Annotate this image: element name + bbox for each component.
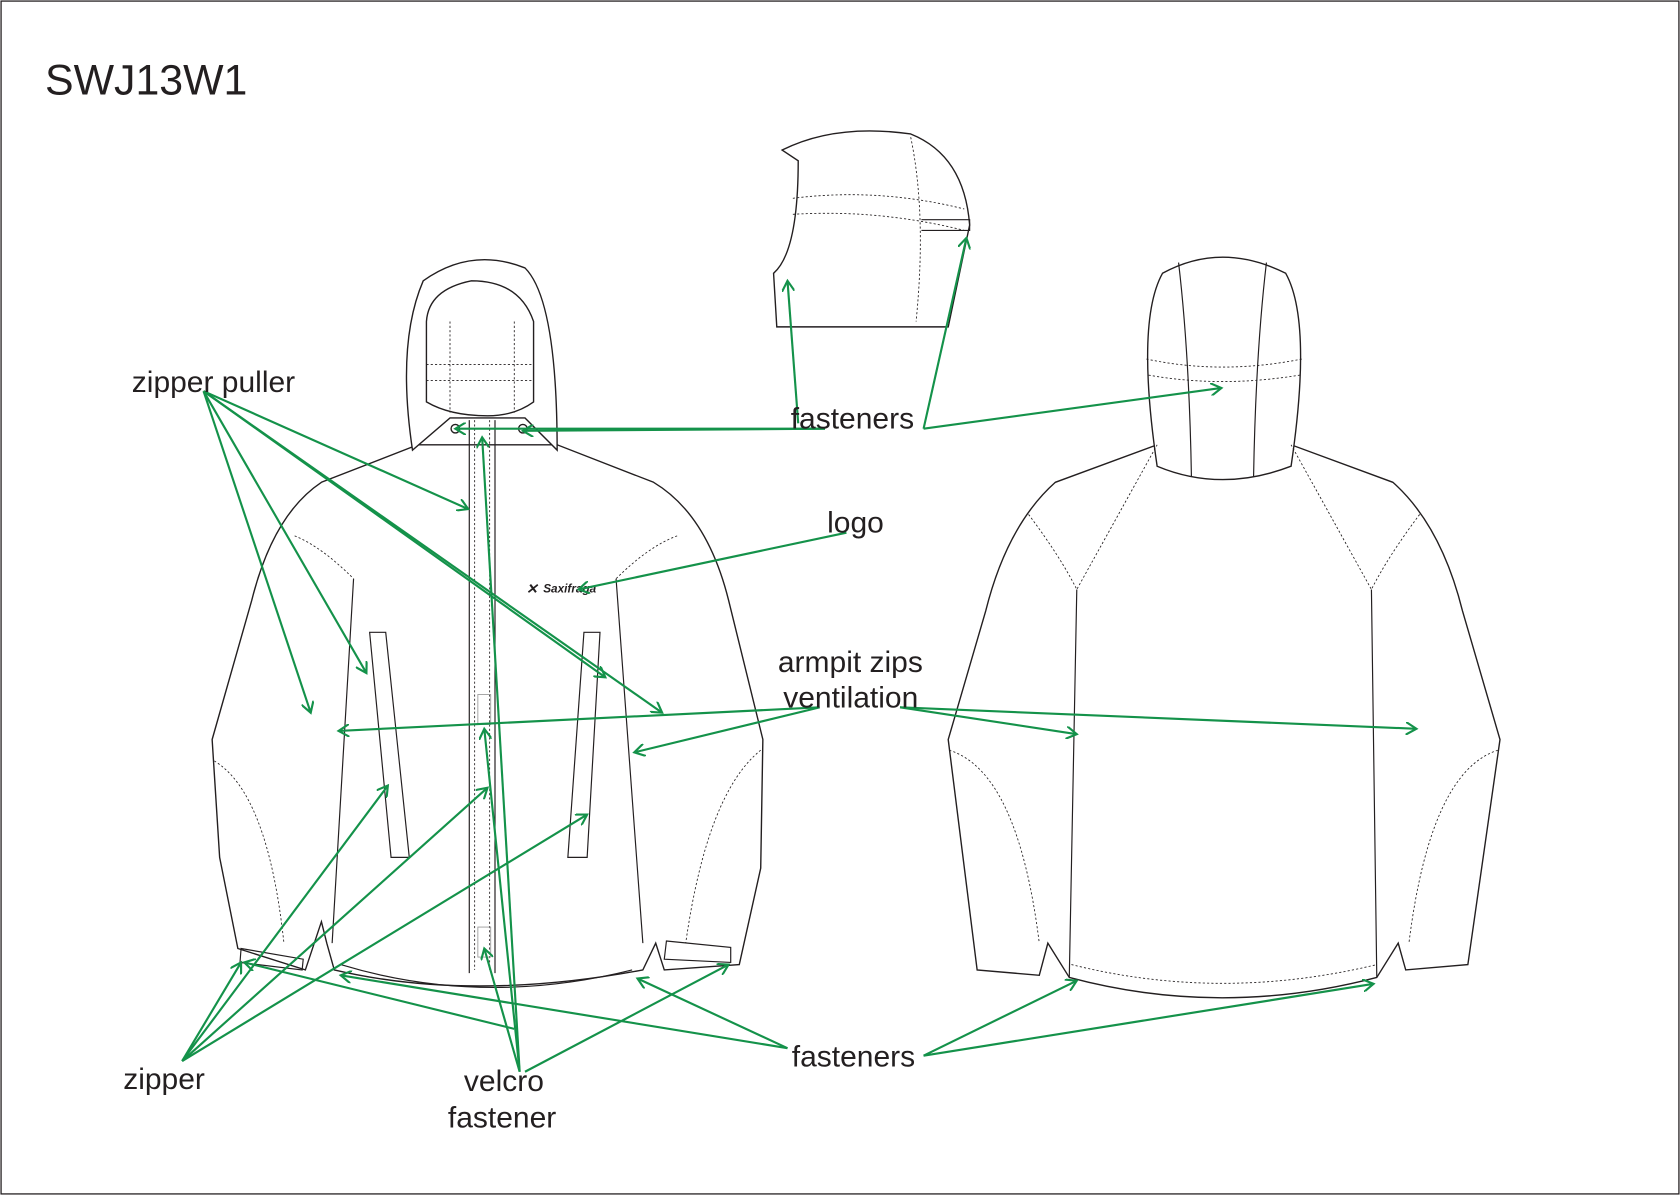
callout-arrow xyxy=(244,962,515,1030)
callout-arrow xyxy=(484,948,521,1073)
label-armpit-zips: armpit zips xyxy=(778,646,923,679)
callout-arrow xyxy=(922,238,967,429)
callout-arrows xyxy=(181,238,1416,1073)
logo-x-mark: ✕ xyxy=(526,581,539,597)
hood-detail-drawing xyxy=(772,130,971,328)
callout-arrow xyxy=(339,706,820,731)
callout-arrow xyxy=(923,984,1374,1057)
callout-arrow xyxy=(181,786,388,1062)
callout-arrow xyxy=(181,815,587,1062)
callout-arrow xyxy=(181,962,241,1062)
callout-arrow xyxy=(634,706,820,752)
logo-wordmark: Saxifraga xyxy=(543,583,596,596)
label-zipper-puller: zipper puller xyxy=(132,366,295,399)
callout-arrow xyxy=(203,390,469,509)
label-fastener: fastener xyxy=(448,1101,556,1134)
label-logo: logo xyxy=(827,507,884,540)
label-velcro: velcro xyxy=(464,1065,544,1098)
callout-arrow xyxy=(202,390,311,713)
callout-arrow xyxy=(899,706,1077,734)
label-zipper: zipper xyxy=(123,1063,205,1096)
style-code-title: SWJ13W1 xyxy=(45,56,247,104)
callout-labels: zipper puller fasteners logo armpit zips… xyxy=(123,366,923,1134)
callout-arrow xyxy=(484,729,521,1072)
callout-arrow xyxy=(202,390,663,713)
callout-arrow xyxy=(181,788,487,1062)
callout-arrow xyxy=(899,706,1416,728)
callout-arrow xyxy=(523,429,826,431)
label-fasteners-top: fasteners xyxy=(791,403,914,436)
label-ventilation: ventilation xyxy=(783,681,918,714)
callout-arrow xyxy=(202,390,367,673)
label-fasteners-bottom: fasteners xyxy=(792,1040,915,1073)
callout-arrow xyxy=(524,965,729,1073)
callout-arrow xyxy=(923,981,1077,1057)
callout-arrow xyxy=(638,979,788,1050)
callout-arrow xyxy=(482,437,521,1072)
callout-arrow xyxy=(923,388,1222,430)
callout-arrow xyxy=(788,281,800,424)
callout-arrow xyxy=(341,975,788,1050)
callout-arrow xyxy=(579,531,847,590)
